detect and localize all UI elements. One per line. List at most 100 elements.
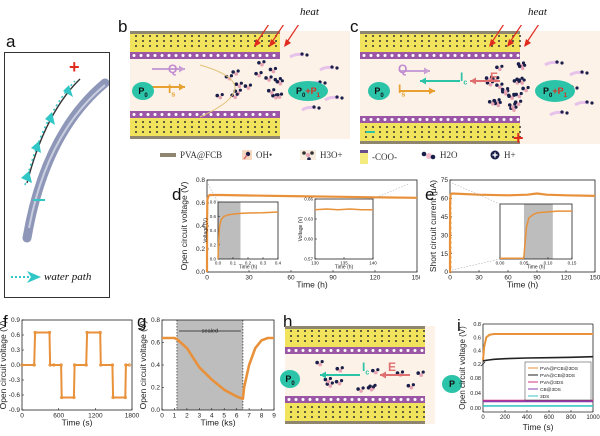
- data-point: [448, 251, 452, 254]
- hydronium-icon: [300, 150, 316, 160]
- wall-dot: [388, 406, 390, 408]
- hydronium-molecule: [522, 78, 526, 82]
- y-tick-label: 75: [441, 177, 449, 184]
- bent-fiber-illustration: [21, 78, 110, 243]
- x-tick-label: 200: [500, 415, 511, 421]
- proton-marker: [406, 398, 410, 401]
- y-tick-label: 0.66: [304, 197, 313, 202]
- wall-dot: [367, 416, 369, 418]
- proton-marker: [251, 113, 255, 116]
- y-tick-label: 0.4: [151, 362, 160, 369]
- wall-dot: [275, 131, 277, 133]
- wall-dot: [372, 45, 374, 47]
- hydronium-molecule: [490, 102, 495, 106]
- wall-dot: [233, 40, 235, 42]
- wall-dot: [346, 335, 348, 337]
- wall-dot: [219, 121, 221, 123]
- plot-frame: [499, 203, 573, 260]
- water-molecule: [330, 65, 334, 69]
- proton-marker: [362, 118, 366, 121]
- hydronium-molecule: [262, 60, 266, 64]
- wall-dot: [353, 416, 355, 418]
- y-tick-label: 0.0: [11, 362, 20, 369]
- wall-dot: [512, 45, 514, 47]
- wall-dot: [198, 121, 200, 123]
- heat-arrow-icon: [524, 25, 540, 46]
- wall-dot: [170, 35, 172, 37]
- wall-dot: [414, 126, 416, 128]
- wall-dot: [346, 340, 348, 342]
- wall-dot: [297, 330, 299, 332]
- wall-dot: [240, 45, 242, 47]
- proton-marker: [481, 54, 485, 57]
- wall-dot: [191, 35, 193, 37]
- data-point: [99, 363, 103, 367]
- x-tick-label: 1800: [125, 413, 140, 420]
- legend-item-coo: -COO-: [360, 150, 397, 164]
- wall-dot: [423, 340, 425, 342]
- hydronium-molecule: [260, 62, 264, 67]
- y-tick-label: 0.2: [473, 362, 481, 368]
- y-tick-label: 0.9: [11, 317, 20, 324]
- hydronium-molecule: [259, 71, 263, 75]
- wall-dot: [205, 121, 207, 123]
- hydronium-molecule: [523, 63, 527, 67]
- wall-dot: [290, 340, 292, 342]
- wall-dot: [184, 35, 186, 37]
- wall-dot: [414, 45, 416, 47]
- proton-marker: [460, 54, 464, 57]
- heat-label-b: heat: [300, 6, 319, 18]
- hydronium-molecule: [376, 368, 380, 372]
- proton-marker: [390, 54, 394, 57]
- hydronium-molecule: [520, 66, 525, 71]
- hydronium-molecule: [274, 95, 278, 100]
- proton-marker: [174, 113, 178, 116]
- proton-marker: [399, 349, 403, 352]
- proton-marker: [322, 349, 326, 352]
- wall-dot: [184, 126, 186, 128]
- data-point: [98, 330, 102, 335]
- axis-break-mark: [480, 361, 486, 367]
- x-axis-label: Time (ks): [200, 418, 235, 428]
- wall-dot: [402, 335, 404, 337]
- wall-dot: [395, 411, 397, 413]
- hydronium-molecule: [495, 83, 499, 87]
- wall-dot: [247, 131, 249, 133]
- data-point: [47, 330, 52, 335]
- data-point: [20, 363, 24, 367]
- wall-dot: [395, 330, 397, 332]
- legend-label: 3DS: [540, 394, 549, 400]
- hydronium-molecule: [512, 108, 516, 112]
- streaming-current-arrow-head: [179, 83, 185, 91]
- hydronium-molecule: [512, 79, 517, 83]
- panel-h-diagram: [285, 326, 435, 424]
- hydronium-molecule: [234, 72, 238, 76]
- proton-marker: [418, 54, 422, 57]
- proton-marker: [350, 398, 354, 401]
- y-tick-label: 0: [444, 269, 448, 276]
- data-point: [127, 363, 132, 367]
- heat-label-c: heat: [528, 6, 547, 18]
- data-point: [72, 363, 77, 367]
- wall-dot: [156, 35, 158, 37]
- x-tick-label: 600: [544, 415, 555, 421]
- wall-dot: [484, 45, 486, 47]
- hydronium-molecule: [495, 65, 499, 70]
- wall-edge: [285, 326, 425, 329]
- wall-dot: [226, 131, 228, 133]
- proton-marker: [364, 349, 368, 352]
- wall-dot: [318, 330, 320, 332]
- proton-marker: [390, 118, 394, 121]
- wall-dot: [421, 136, 423, 138]
- water-molecule: [560, 61, 564, 65]
- wall-dot: [402, 416, 404, 418]
- wall-dot: [416, 411, 418, 413]
- proton-marker: [287, 398, 291, 401]
- wall-dot: [304, 411, 306, 413]
- data-point: [448, 255, 452, 259]
- wall-dot: [372, 40, 374, 42]
- x-tick-label: 60: [504, 275, 512, 282]
- wall-dot: [505, 45, 507, 47]
- flow-profile-curve: [199, 64, 236, 118]
- wall-dot: [240, 131, 242, 133]
